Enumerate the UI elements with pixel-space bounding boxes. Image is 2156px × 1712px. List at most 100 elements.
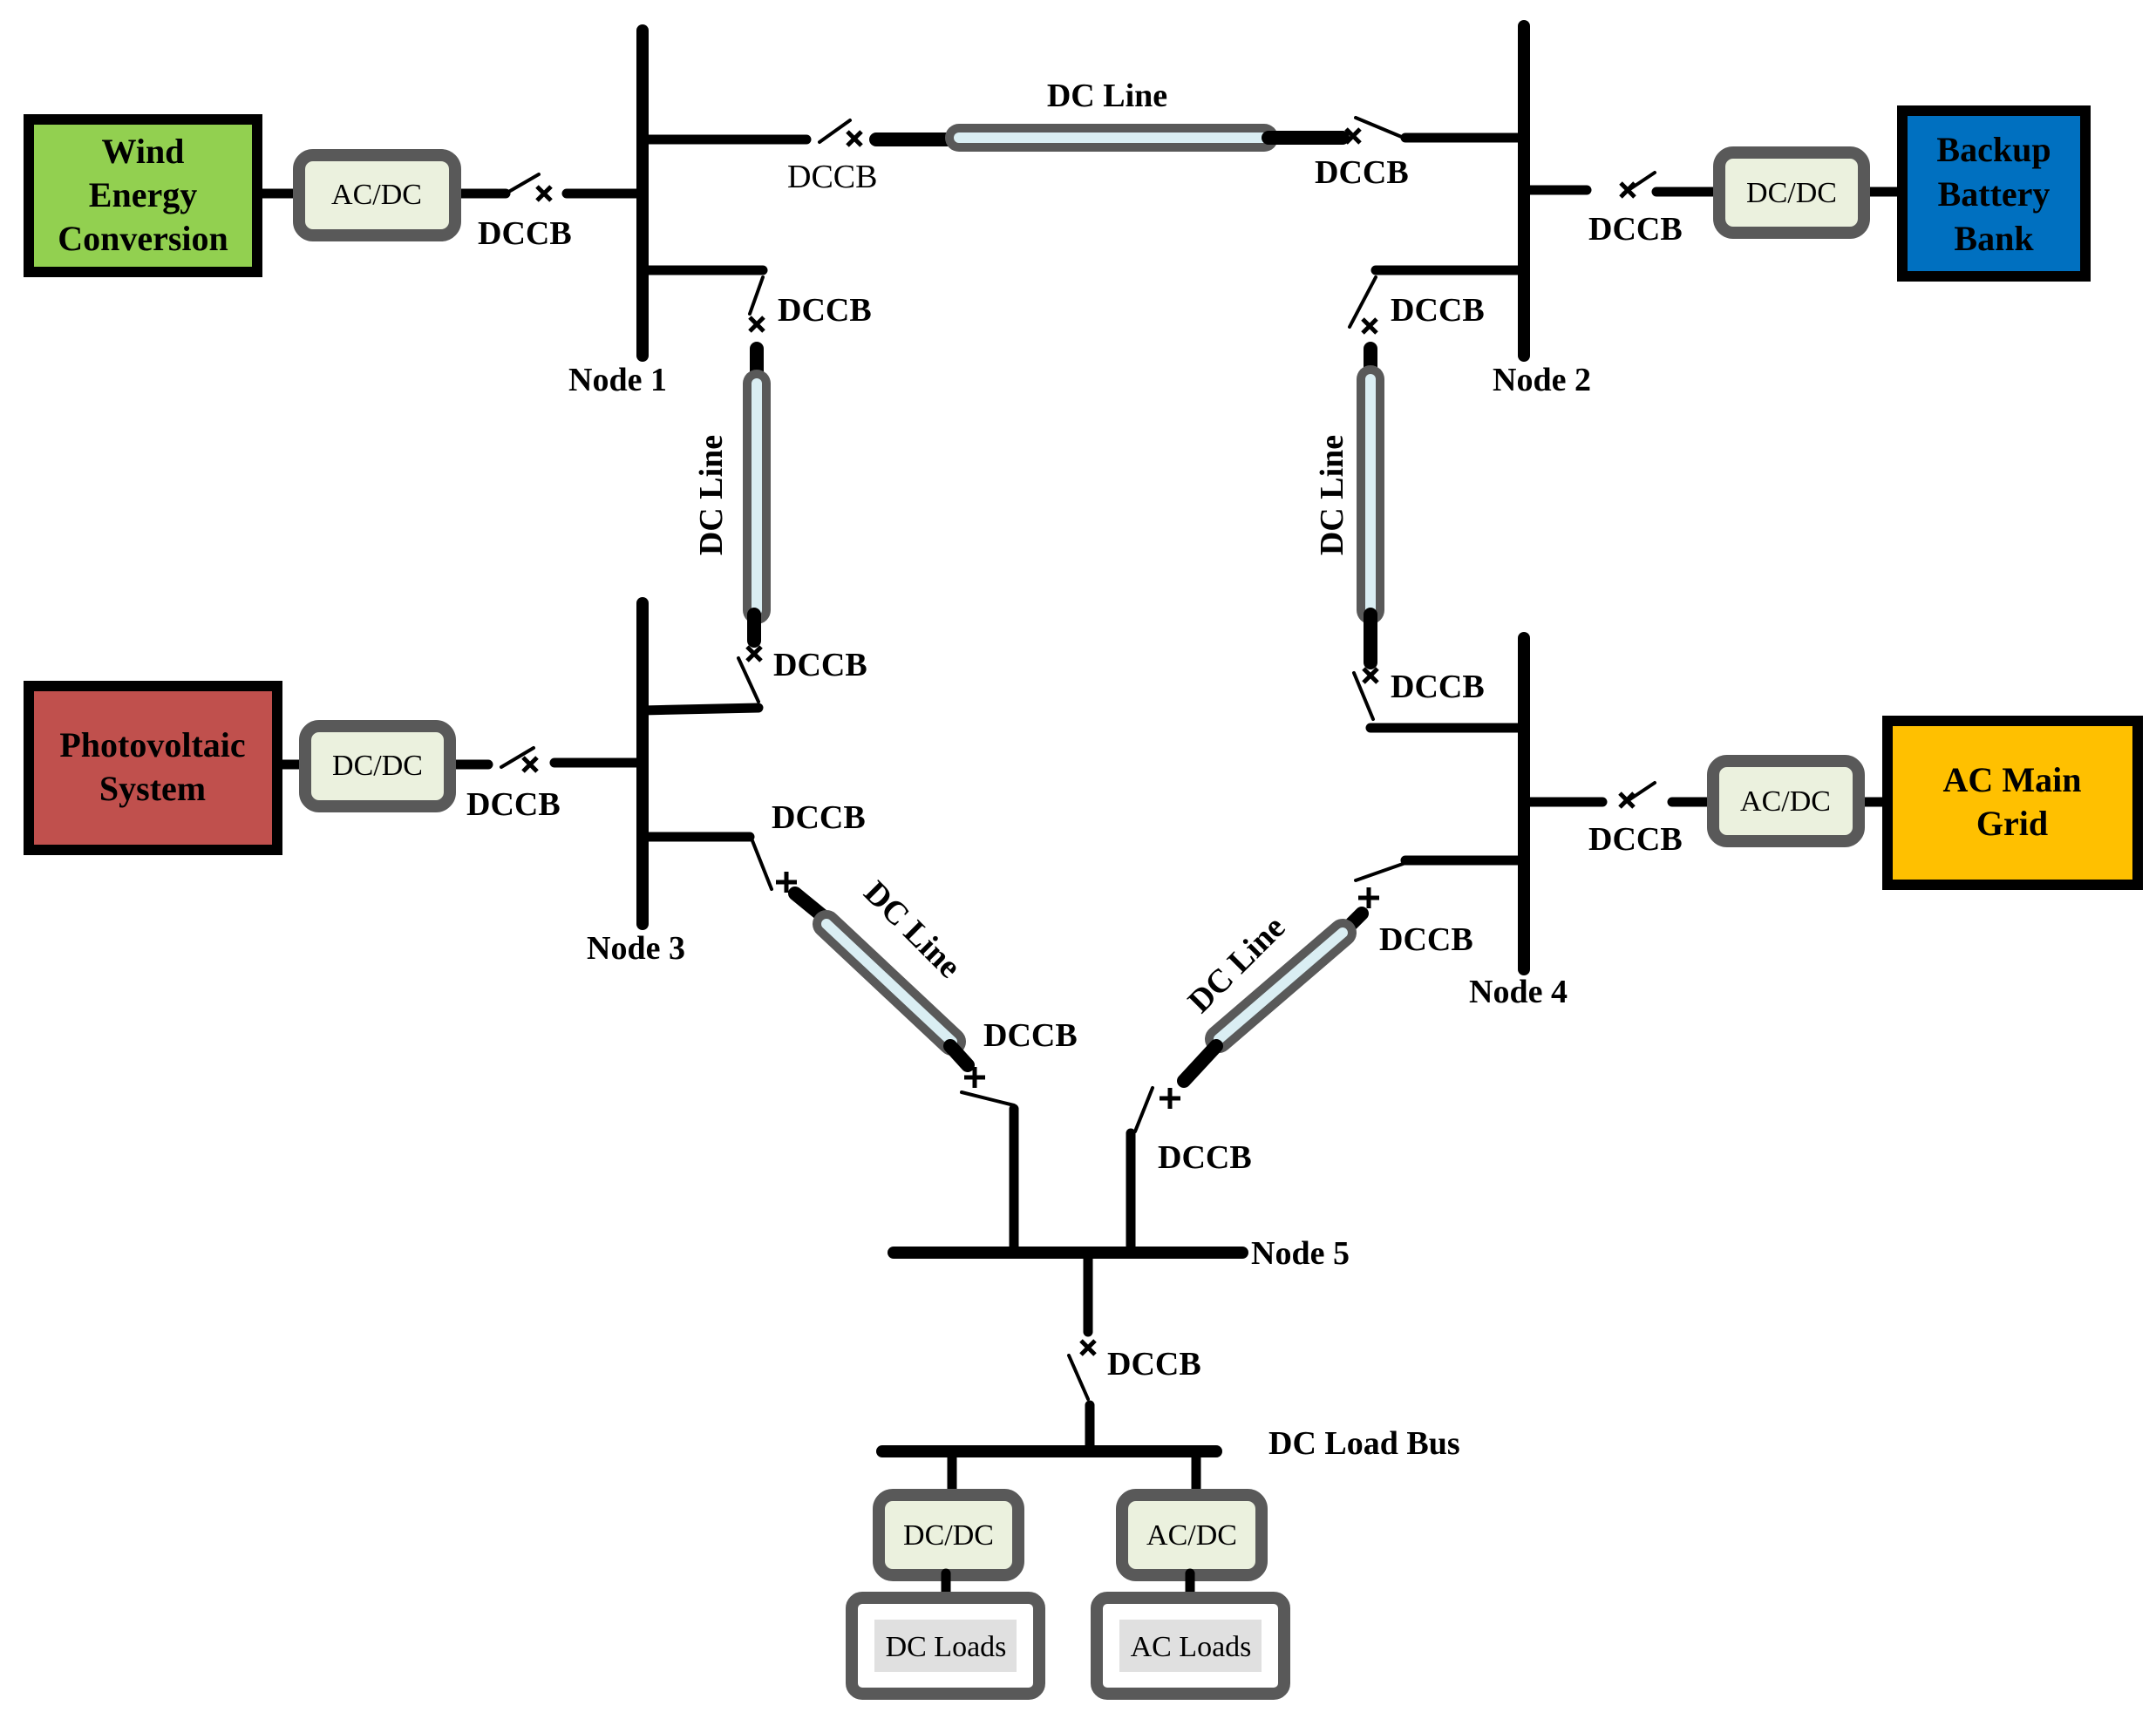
pv-converter-box [299, 720, 456, 812]
ac-main-grid-block: AC Main Grid [1882, 716, 2143, 890]
dccb-label-line13-top: DCCB [778, 292, 872, 329]
grid-ac-dc-converter: AC/DC [1707, 755, 1865, 847]
battery-block-line-2: Battery [1938, 174, 2051, 214]
dccb-label-line24-bottom: DCCB [1391, 669, 1485, 705]
node-1-label: Node 1 [568, 362, 667, 398]
battery-converter-box [1713, 146, 1870, 239]
wind-block-line-2: Energy [89, 175, 197, 214]
ac-load-converter-label: AC/DC [1146, 1519, 1237, 1552]
dc-load-bus-label: DC Load Bus [1268, 1425, 1460, 1462]
ac-load-converter: AC/DC [1116, 1489, 1268, 1581]
dccb-label-line12-right: DCCB [1315, 154, 1409, 191]
dccb-label-line45-top: DCCB [1379, 921, 1473, 958]
wind-dccb-cross [535, 185, 553, 202]
load-dccb-switch [1067, 1354, 1090, 1401]
dccb-label-load: DCCB [1107, 1346, 1201, 1383]
dccb-label-line45-bottom: DCCB [1158, 1139, 1252, 1176]
ac-loads-block: AC Loads [1091, 1592, 1290, 1700]
line35-lead-bottom [943, 1039, 975, 1072]
line12-dccb2-switch [1354, 116, 1405, 139]
line45-dccb2-switch [1133, 1086, 1154, 1133]
line45-dccb1-switch [1354, 861, 1407, 882]
pv-dccb-switch [500, 746, 535, 769]
dccb-label-grid: DCCB [1588, 821, 1683, 858]
battery-block-line-1: Backup [1936, 130, 2051, 169]
backup-battery-bank-block: Backup Battery Bank [1897, 105, 2091, 282]
photovoltaic-system-block: Photovoltaic System [24, 681, 282, 855]
line35-dccb1-plus [776, 872, 797, 893]
dc-loads-inner [874, 1620, 1017, 1672]
dc-load-converter: DC/DC [873, 1489, 1024, 1581]
battery-converter-label: DC/DC [1746, 177, 1837, 209]
dccb-label-battery: DCCB [1588, 211, 1683, 248]
grid-dccb-cross [1618, 791, 1636, 809]
dc-line-label-1-2: DC Line [1047, 78, 1167, 114]
grid-block-line-2: Grid [1976, 804, 2048, 843]
grid-converter-box [1707, 755, 1865, 847]
wind-energy-conversion-block: Wind Energy Conversion [24, 114, 262, 277]
wind-block-line-1: Wind [102, 132, 185, 171]
line13-dccb2-cross [745, 645, 763, 662]
grid-block-line-1: AC Main [1943, 760, 2082, 799]
ac-loads-inner [1119, 1620, 1262, 1672]
line35-dccb2-switch [960, 1090, 1016, 1107]
dccb-label-line35-bottom: DCCB [983, 1017, 1078, 1054]
line24-dccb2-switch [1352, 671, 1375, 721]
dc-line-label-1-3: DC Line [693, 435, 730, 555]
line24-dccb2-cross [1362, 667, 1379, 684]
line13-dccb2-switch [737, 656, 760, 703]
battery-block-line-3: Bank [1954, 219, 2034, 258]
dc-line-4-5 [1205, 919, 1357, 1053]
dc-loads-block: DC Loads [846, 1592, 1045, 1700]
load-dccb-cross [1079, 1339, 1097, 1356]
line12-dccb1-cross [846, 130, 863, 147]
pv-dc-dc-converter: DC/DC [299, 720, 456, 812]
dc-load-converter-label: DC/DC [903, 1519, 994, 1552]
dc-line-4-5-core [1214, 927, 1348, 1044]
dccb-label-line12-left: DCCB [787, 159, 877, 195]
line45-lead-bottom [1177, 1039, 1223, 1088]
pv-block-line-2: System [99, 769, 206, 808]
dccb-label-line35-top: DCCB [772, 799, 866, 836]
line13-bus3-stub [637, 703, 764, 716]
dc-line-3-5 [813, 910, 966, 1056]
battery-block-box [1897, 105, 2091, 282]
line35-dccb1-switch [750, 837, 773, 891]
node-5-label: Node 5 [1251, 1235, 1350, 1272]
pv-dccb-cross [521, 756, 539, 773]
line12-dccb1-switch [818, 119, 852, 144]
node-2-label: Node 2 [1493, 362, 1591, 398]
wind-ac-dc-converter: AC/DC [293, 149, 461, 241]
line45-dccb2-plus [1160, 1088, 1180, 1109]
dccb-label-pv: DCCB [466, 786, 561, 823]
node-3-label: Node 3 [587, 930, 685, 967]
battery-dc-dc-converter: DC/DC [1713, 146, 1870, 239]
dc-line-label-2-4: DC Line [1314, 435, 1350, 555]
dc-loads-label: DC Loads [886, 1631, 1007, 1663]
dccb-label-line13-bottom: DCCB [773, 647, 867, 683]
wind-converter-box [293, 149, 461, 241]
wind-block-line-3: Conversion [58, 219, 228, 258]
pv-block-box [24, 681, 282, 855]
dccb-label-line24-top: DCCB [1391, 292, 1485, 329]
grid-block-box [1882, 716, 2143, 890]
wind-block-box [24, 114, 262, 277]
dc-line-3-5-core [821, 919, 957, 1047]
node-4-label: Node 4 [1469, 974, 1568, 1010]
grid-converter-label: AC/DC [1740, 785, 1831, 818]
ac-loads-label: AC Loads [1131, 1631, 1252, 1663]
dccb-label-wind: DCCB [478, 215, 572, 252]
battery-dccb-cross [1619, 181, 1636, 199]
wind-converter-label: AC/DC [331, 179, 422, 211]
pv-converter-label: DC/DC [332, 750, 423, 782]
line45-dccb1-plus [1358, 887, 1379, 908]
line12-dccb2-cross [1344, 127, 1362, 145]
wind-dccb-switch [504, 173, 541, 195]
line13-dccb1-cross [748, 316, 765, 333]
pv-block-line-1: Photovoltaic [59, 725, 245, 764]
line35-dccb2-plus [964, 1067, 985, 1088]
line24-dccb1-switch [1348, 275, 1377, 329]
line24-dccb1-cross [1361, 317, 1378, 335]
line13-dccb1-switch [748, 275, 765, 316]
